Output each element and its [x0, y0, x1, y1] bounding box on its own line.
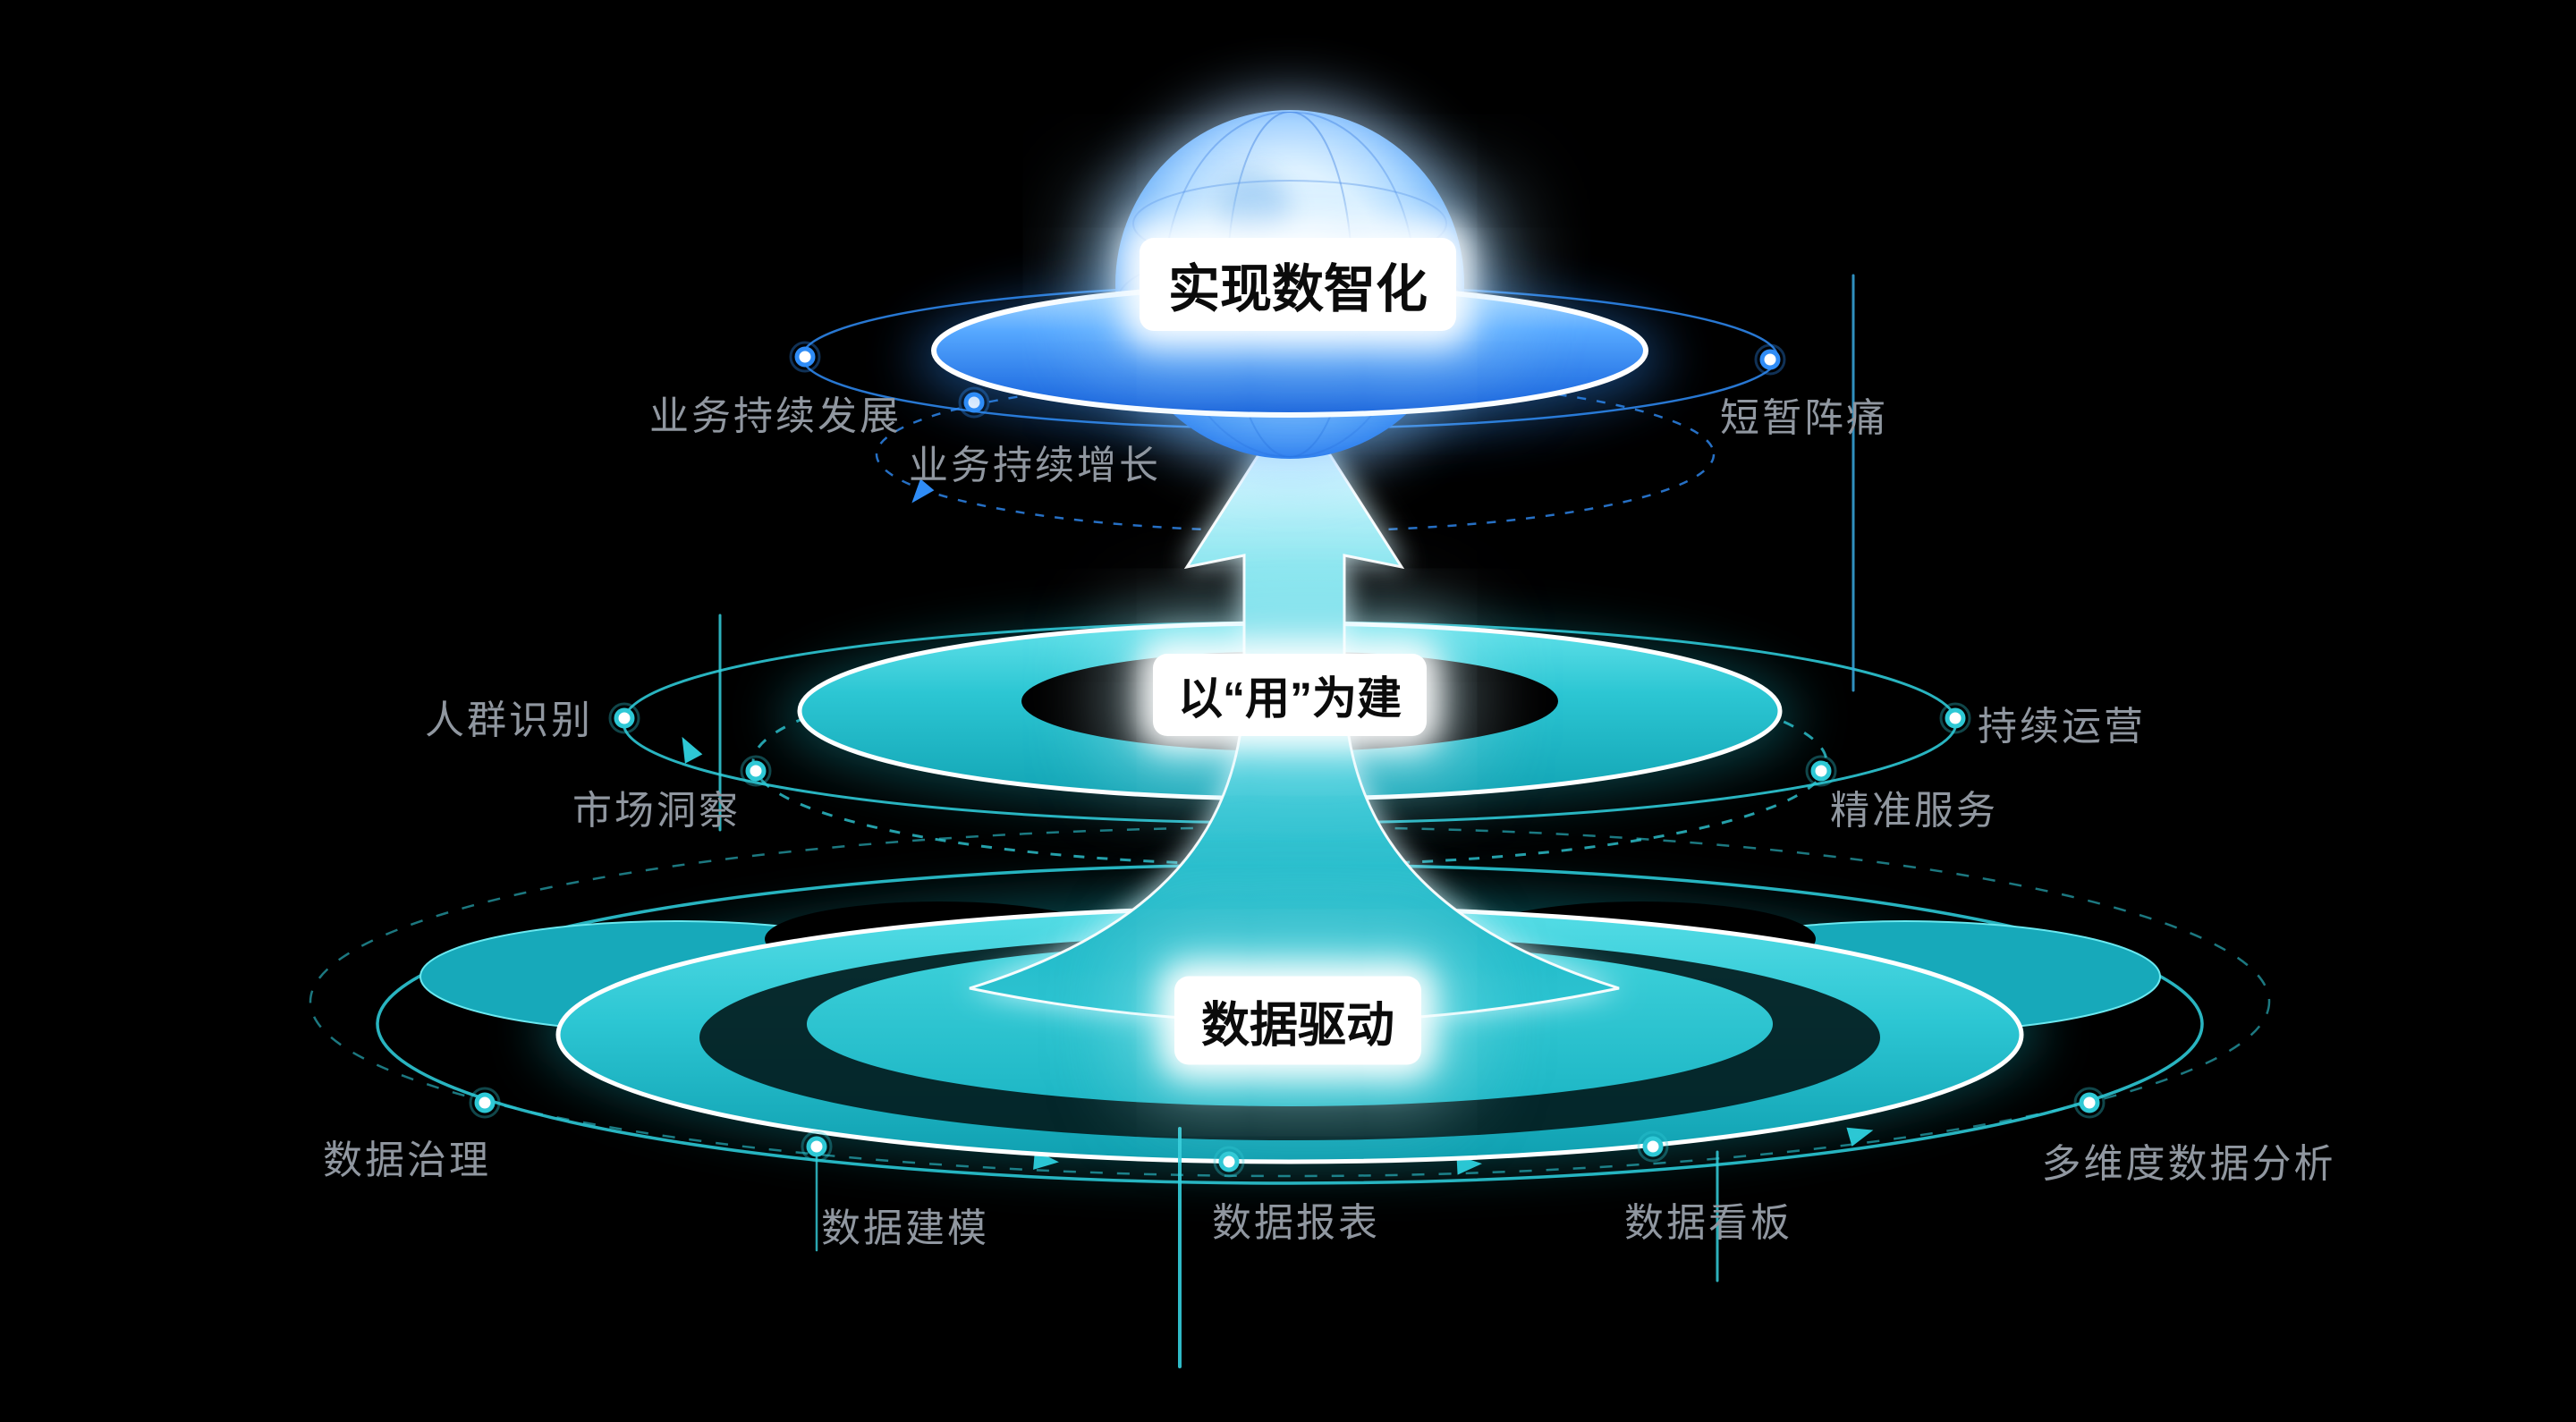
label-data-dashboard: 数据看板 — [1624, 1201, 1792, 1245]
label-data-modeling: 数据建模 — [821, 1206, 989, 1250]
bottom-tier-title: 数据驱动 — [1174, 976, 1421, 1065]
connector-lines — [718, 274, 1855, 1368]
top-orbit-node — [794, 346, 816, 368]
label-business-grow: 业务持续增长 — [909, 444, 1161, 487]
label-crowd-identify: 人群识别 — [425, 698, 593, 742]
middle-tier-title: 以“用”为建 — [1153, 654, 1427, 736]
top-tier-title: 实现数智化 — [1139, 238, 1457, 331]
middle-orbit-nodes — [608, 702, 1971, 787]
flow-arrow-icon — [1846, 1127, 1874, 1147]
label-market-insight: 市场洞察 — [572, 789, 741, 833]
flow-arrow-icon — [911, 478, 935, 504]
label-continuous-op: 持续运营 — [1978, 705, 2146, 749]
top-orbit-node — [1754, 343, 1786, 376]
label-data-governance: 数据治理 — [323, 1138, 491, 1182]
label-business-develop: 业务持续发展 — [649, 394, 902, 438]
label-multidim-analysis: 多维度数据分析 — [2041, 1142, 2336, 1186]
flow-arrow-icon — [682, 736, 703, 764]
label-precise-service: 精准服务 — [1830, 789, 1998, 833]
label-data-report: 数据报表 — [1212, 1201, 1380, 1245]
label-short-pain: 短暂阵痛 — [1720, 396, 1888, 440]
top-orbit-node — [1759, 349, 1781, 370]
top-orbit-node — [789, 341, 821, 373]
